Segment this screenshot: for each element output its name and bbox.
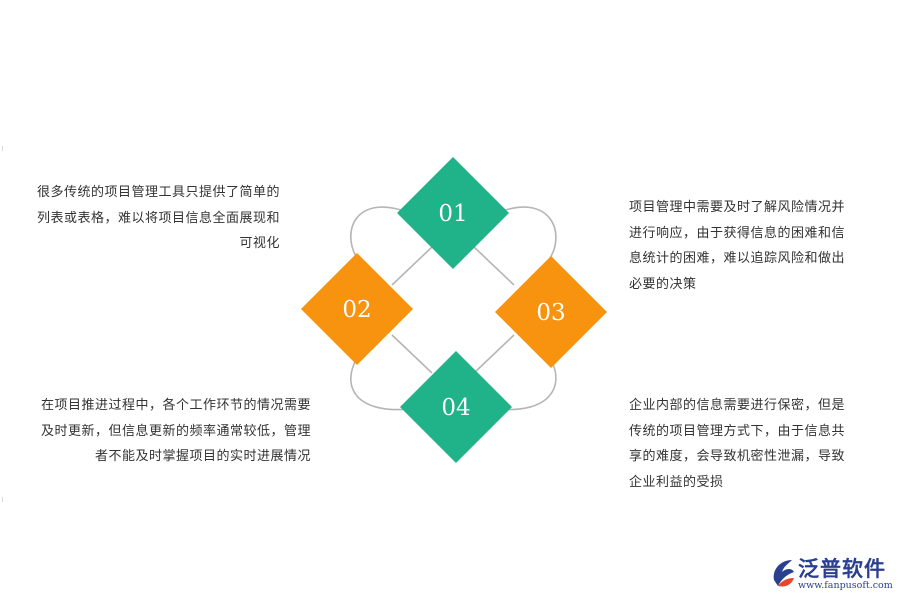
node-03-diamond xyxy=(495,256,607,368)
description-line: 企业利益的受损 xyxy=(629,474,724,490)
node-04-label: 04 xyxy=(441,395,470,421)
brand-name: 泛普软件 xyxy=(798,557,886,581)
connector-link-right-bottom xyxy=(473,334,515,374)
brand-logo-icon xyxy=(773,560,794,587)
description-line: 者不能及时掌握项目的实时进展情况 xyxy=(94,449,311,464)
node-01-diamond xyxy=(397,157,509,269)
description-line: 很多传统的项目管理工具只提供了简单的 xyxy=(36,185,280,200)
description-line: 息统计的困难，难以追踪风险和做出 xyxy=(629,251,846,266)
description-line: 项目管理中需要及时了解风险情况并 xyxy=(629,200,846,215)
node-01: 01 xyxy=(397,157,509,269)
connector-lines xyxy=(349,206,557,411)
connector-link-left-top xyxy=(391,246,433,286)
description-line: 及时更新，但信息更新的频率通常较低，管理 xyxy=(40,423,311,439)
description-top-left: 很多传统的项目管理工具只提供了简单的 列表或表格，难以将项目信息全面展现和 可视… xyxy=(37,180,280,257)
node-01-label: 01 xyxy=(438,201,467,227)
brand-url: www.fanpusoft.com xyxy=(798,580,893,591)
description-top-right: 项目管理中需要及时了解风险情况并 进行响应，由于获得信息的困难和信 息统计的困难… xyxy=(629,195,845,297)
connector-arc-bottom-right xyxy=(496,357,557,411)
description-bottom-right: 企业内部的信息需要进行保密，但是 传统的项目管理方式下，由于信息共 享的难度，会… xyxy=(629,393,845,495)
description-line: 企业内部的信息需要进行保密，但是 xyxy=(629,398,846,413)
description-line: 进行响应，由于获得信息的困难和信 xyxy=(629,225,846,241)
edge-mark-bottom xyxy=(2,497,3,502)
connector-link-left-bottom xyxy=(391,334,433,374)
edge-mark-top xyxy=(2,146,3,151)
description-line: 列表或表格，难以将项目信息全面展现和 xyxy=(36,210,280,226)
description-line: 享的难度，会导致机密性泄漏，导致 xyxy=(629,449,846,464)
connector-arc-top-left xyxy=(349,206,411,259)
node-04: 04 xyxy=(400,351,512,463)
description-line: 传统的项目管理方式下，由于信息共 xyxy=(629,423,846,439)
description-line: 在项目推进过程中，各个工作环节的情况需要 xyxy=(40,398,311,413)
node-03-label: 03 xyxy=(536,300,565,326)
description-bottom-left: 在项目推进过程中，各个工作环节的情况需要 及时更新，但信息更新的频率通常较低，管… xyxy=(41,393,311,470)
node-03: 03 xyxy=(495,256,607,368)
node-02-diamond xyxy=(301,253,413,365)
connector-arc-top-right xyxy=(496,206,557,259)
description-line: 必要的决策 xyxy=(629,276,697,292)
node-04-diamond xyxy=(400,351,512,463)
node-02: 02 xyxy=(301,253,413,365)
connector-arc-bottom-left xyxy=(350,357,411,411)
description-line: 可视化 xyxy=(239,236,280,251)
connector-link-right-top xyxy=(473,246,515,286)
node-02-label: 02 xyxy=(342,297,371,323)
